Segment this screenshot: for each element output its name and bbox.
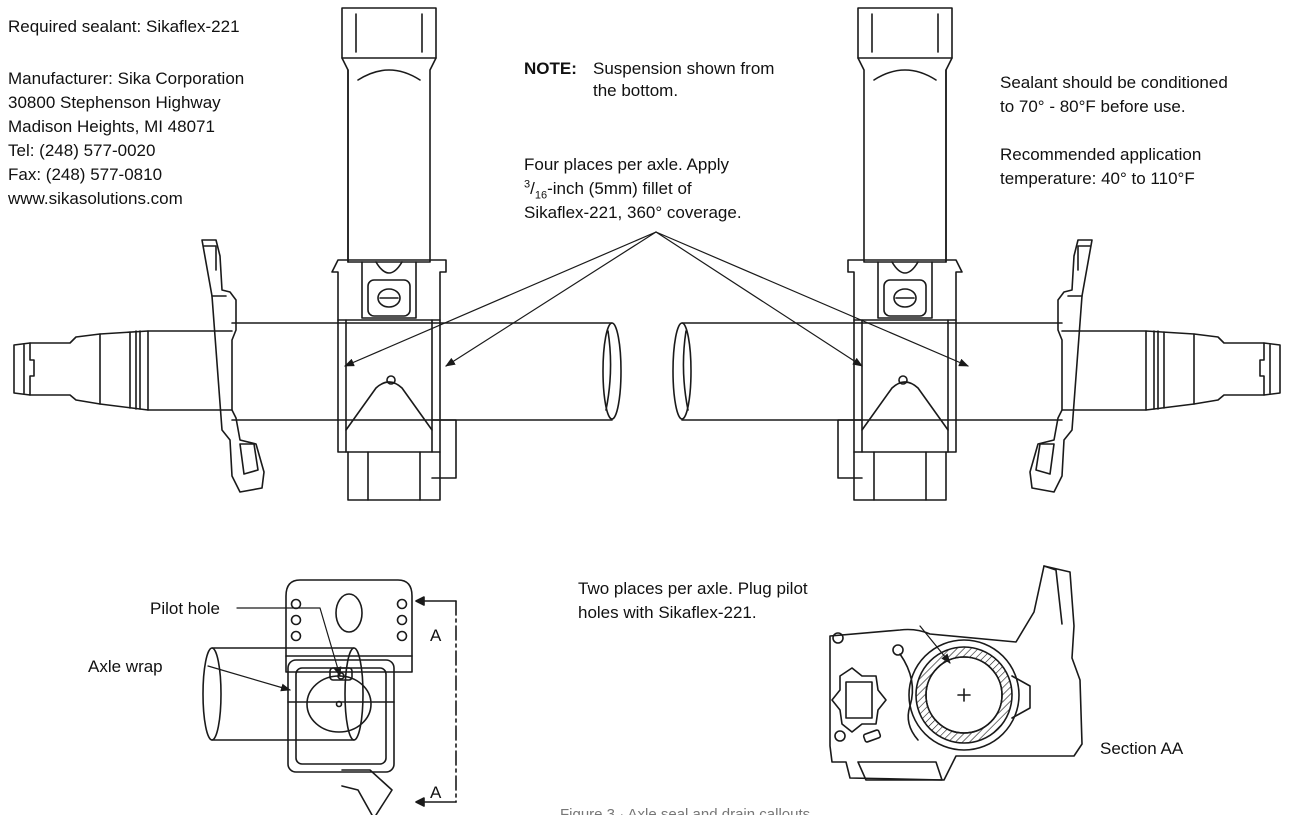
note-line-1: Suspension shown from: [593, 59, 775, 78]
left-hanger-arm: [341, 7, 437, 263]
right-suspension-assembly: [672, 7, 1281, 501]
leader-lines: [207, 231, 969, 692]
fax-text: Fax: (248) 577-0810: [8, 165, 163, 184]
note-label: NOTE:: [524, 59, 577, 78]
address-line-1: 30800 Stephenson Highway: [8, 93, 221, 112]
plug-callout-line-1: Two places per axle. Plug pilot: [578, 579, 808, 598]
left-brake-bracket: [201, 239, 265, 493]
plug-callout-line-2: holes with Sikaflex-221.: [578, 603, 757, 622]
website-text: www.sikasolutions.com: [8, 189, 183, 208]
fraction-slash: /: [530, 179, 535, 198]
telephone-text: Tel: (248) 577-0020: [8, 141, 156, 160]
left-spindle: [13, 342, 35, 396]
section-marker-bottom: A: [430, 783, 442, 802]
note-line-2: the bottom.: [593, 81, 679, 100]
left-axle-tube: [231, 322, 613, 421]
manufacturer-text: Manufacturer: Sika Corporation: [8, 69, 245, 88]
axle-wrap-detail-view: [202, 579, 413, 815]
figure-caption: Figure 3 · Axle seal and drain callouts: [560, 806, 811, 815]
fillet-callout-line-1: Four places per axle. Apply: [524, 155, 730, 174]
application-temp-line-2: temperature: 40° to 110°F: [1000, 169, 1195, 188]
left-lower-box: [347, 451, 441, 501]
section-line-aa: [415, 596, 457, 807]
fraction-numerator: 3: [524, 178, 531, 191]
section-marker-top: A: [430, 626, 442, 645]
conditioning-line-1: Sealant should be conditioned: [1000, 73, 1228, 92]
fillet-size-text: -inch (5mm) fillet of: [547, 179, 692, 198]
fillet-callout-line-3: Sikaflex-221, 360° coverage.: [524, 203, 742, 222]
section-aa-label: Section AA: [1100, 739, 1184, 758]
detail-mount-plate: [285, 579, 413, 673]
pilot-hole-label: Pilot hole: [150, 599, 220, 618]
detail-wrap-band: [287, 659, 395, 773]
fraction-denominator: 16: [534, 189, 548, 202]
section-aa-view: [829, 565, 1083, 781]
left-axle-end: [602, 322, 622, 420]
application-temp-line-1: Recommended application: [1000, 145, 1202, 164]
section-plate: [829, 565, 1083, 781]
fillet-callout-line-2: 3/16-inch (5mm) fillet of: [524, 178, 692, 202]
section-square-cutout: [831, 667, 887, 733]
axle-wrap-label: Axle wrap: [88, 657, 163, 676]
address-line-2: Madison Heights, MI 48071: [8, 117, 215, 136]
required-sealant-text: Required sealant: Sikaflex-221: [8, 17, 240, 36]
left-suspension-assembly: [13, 7, 622, 501]
conditioning-line-2: to 70° - 80°F before use.: [1000, 97, 1186, 116]
